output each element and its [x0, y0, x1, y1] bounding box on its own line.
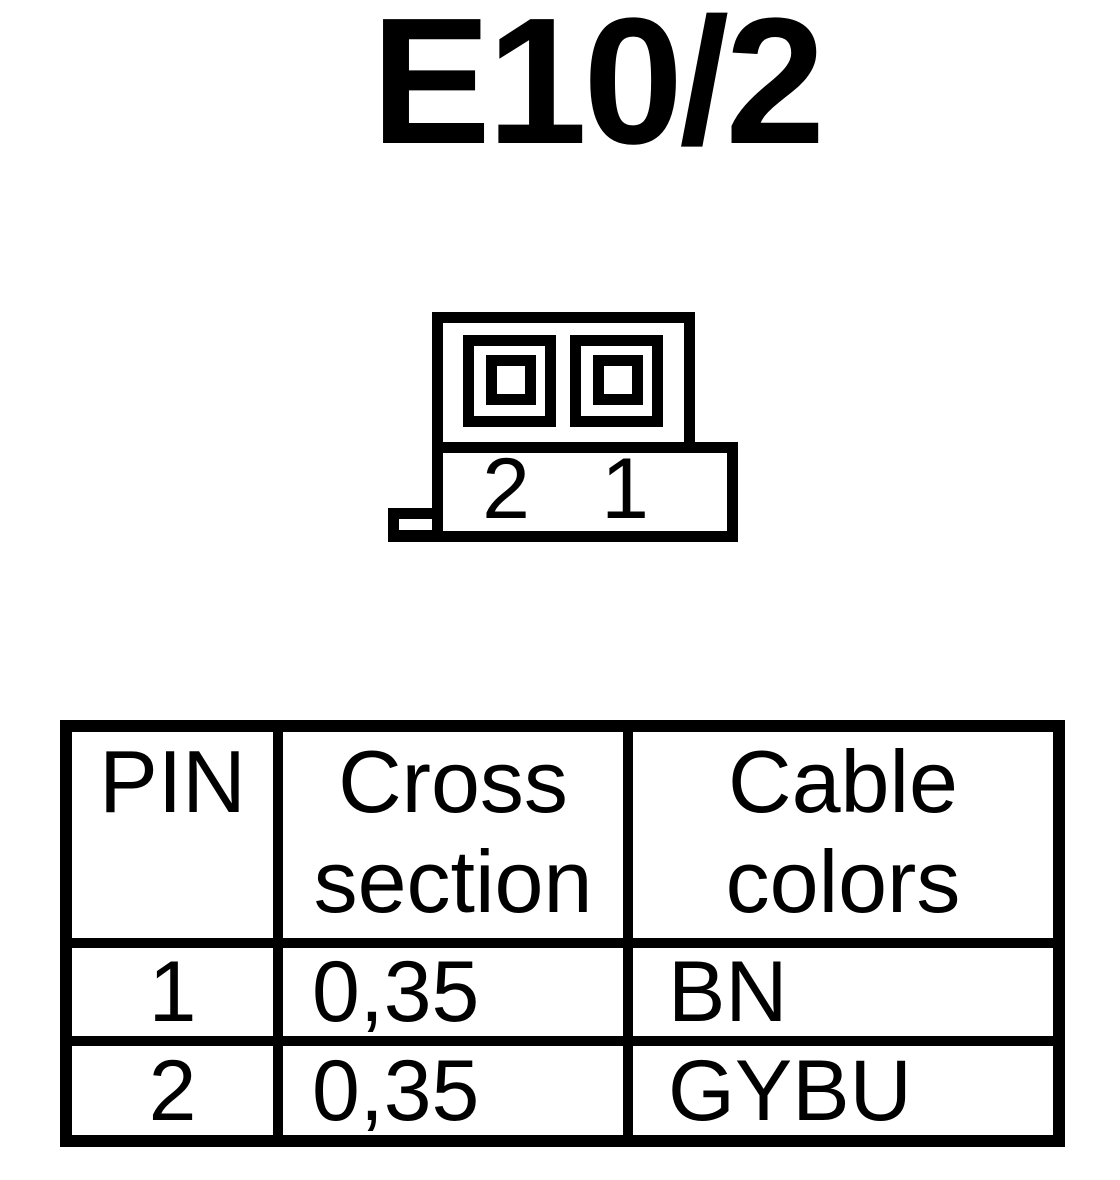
- table-row-2-cable-color: GYBU: [633, 1046, 1053, 1135]
- pin-cavity-2: [463, 335, 556, 427]
- table-row-1-pin: 1: [72, 948, 283, 1046]
- connector-mount-tab-notch: [399, 519, 432, 530]
- table-row-2-pin: 2: [72, 1046, 283, 1135]
- pin-terminal-2: [486, 355, 536, 405]
- connector-base: [432, 442, 738, 542]
- table-row-2-cross-section: 0,35: [283, 1046, 633, 1135]
- connector-mount-tab: [388, 508, 443, 542]
- page-title: E10/2: [371, 0, 825, 182]
- table-row-1-cable-color: BN: [633, 948, 1053, 1046]
- pin-label-2: 2: [482, 441, 530, 537]
- pin-label-1: 1: [601, 441, 649, 537]
- col-header-cable-colors: Cable colors: [633, 732, 1053, 948]
- pin-terminal-1: [593, 355, 643, 405]
- col-header-cross-section: Cross section: [283, 732, 633, 948]
- pin-cavity-1: [570, 335, 663, 427]
- connector-diagram: 2 1: [388, 312, 748, 544]
- col-header-pin: PIN: [72, 732, 283, 948]
- table-row-1-cross-section: 0,35: [283, 948, 633, 1046]
- pin-table: PIN Cross section Cable colors 1 0,35 BN…: [60, 720, 1065, 1147]
